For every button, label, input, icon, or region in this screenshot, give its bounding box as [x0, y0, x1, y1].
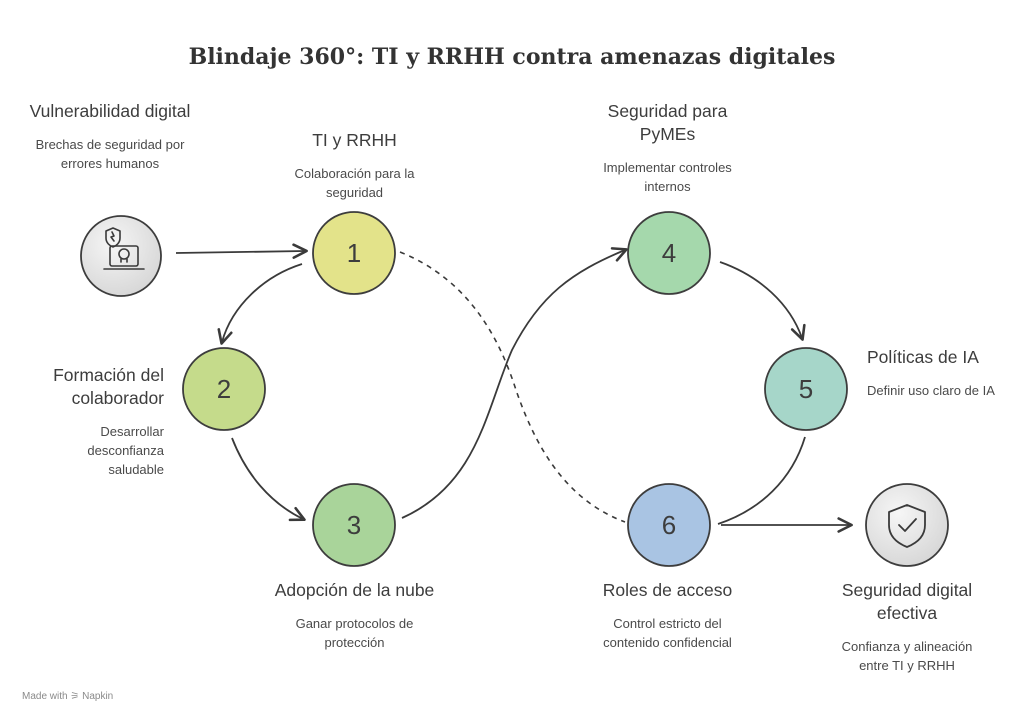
step-number-3: 3 [347, 510, 361, 540]
step-node-4: 4 [627, 211, 711, 295]
shield-check-icon [888, 504, 926, 548]
step-1-heading: TI y RRHH [312, 130, 397, 150]
end-node [865, 483, 949, 567]
step-number-5: 5 [799, 374, 813, 404]
step-circle-1 [312, 211, 396, 295]
step-circle-2 [182, 347, 266, 431]
end-description: Confianza y alineación entre TI y RRHH [841, 639, 973, 673]
step-6-heading: Roles de acceso [602, 580, 733, 600]
step-3-label: Adopción de la nube Ganar protocolos de … [272, 579, 437, 652]
step-node-2: 2 [182, 347, 266, 431]
diagram-title: Blindaje 360°: TI y RRHH contra amenazas… [188, 44, 836, 70]
connector-5-to-6 [717, 436, 806, 525]
step-circle-6 [627, 483, 711, 567]
step-6-description: Control estricto del contenido confidenc… [603, 616, 732, 650]
step-circle-4 [627, 211, 711, 295]
step-2-label: Formación del colaborador Desarrollar de… [14, 364, 164, 479]
connector-1-to-2 [217, 263, 303, 345]
step-circle-3 [312, 483, 396, 567]
step-node-6: 6 [627, 483, 711, 567]
step-3-heading: Adopción de la nube [274, 580, 435, 600]
step-node-5: 5 [764, 347, 848, 431]
end-heading: Seguridad digital efectiva [841, 580, 973, 623]
step-6-label: Roles de acceso Control estricto del con… [585, 579, 750, 652]
step-node-1: 1 [312, 211, 396, 295]
step-1-label: TI y RRHH Colaboración para la seguridad [272, 129, 437, 202]
step-number-1: 1 [347, 238, 361, 268]
step-number-6: 6 [662, 510, 676, 540]
footer-credit: Made with ⚞ Napkin [22, 691, 114, 702]
steps-layer: 1 2 3 4 5 6 [182, 211, 848, 567]
laptop-skull-shield-icon [103, 227, 145, 270]
step-number-4: 4 [662, 238, 676, 268]
connector-2-to-3 [231, 437, 306, 522]
step-5-description: Definir uso claro de IA [867, 383, 995, 398]
connector-3-to-4 [401, 247, 628, 519]
step-4-description: Implementar controles internos [603, 160, 732, 194]
step-5-heading: Políticas de IA [867, 347, 979, 367]
start-description: Brechas de seguridad por errores humanos [35, 137, 185, 171]
step-number-2: 2 [217, 374, 231, 404]
end-label: Seguridad digital efectiva Confianza y a… [822, 579, 992, 675]
step-4-heading: Seguridad para PyMEs [607, 101, 728, 144]
step-node-3: 3 [312, 483, 396, 567]
step-3-description: Ganar protocolos de protección [295, 616, 414, 650]
step-2-heading: Formación del colaborador [53, 365, 164, 408]
connector-1-to-6-dashed [399, 251, 626, 523]
step-1-description: Colaboración para la seguridad [294, 166, 415, 200]
step-5-label: Políticas de IA Definir uso claro de IA [867, 346, 1007, 400]
step-4-label: Seguridad para PyMEs Implementar control… [585, 100, 750, 196]
step-2-description: Desarrollar desconfianza saludable [87, 424, 164, 477]
start-heading: Vulnerabilidad digital [29, 101, 191, 121]
connector-start-to-1 [175, 243, 308, 259]
start-node [80, 215, 162, 297]
connector-4-to-5 [719, 261, 806, 341]
start-label: Vulnerabilidad digital Brechas de seguri… [20, 100, 200, 173]
step-circle-5 [764, 347, 848, 431]
